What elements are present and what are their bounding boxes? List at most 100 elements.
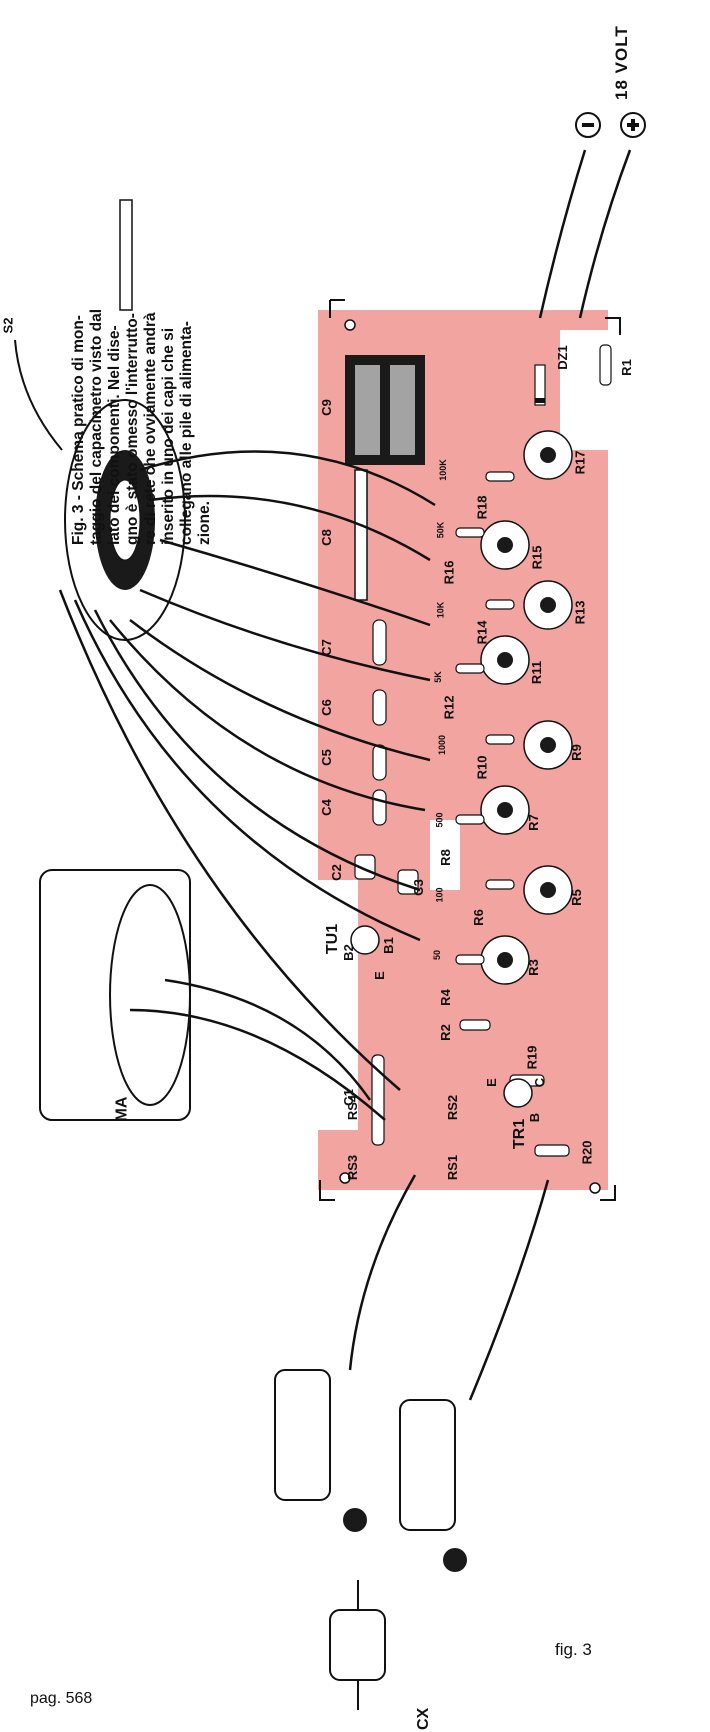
resistor-r2: [459, 1019, 491, 1031]
wire: [348, 1174, 417, 1371]
label-e-tr1: E: [483, 1078, 499, 1087]
figure-caption: Fig. 3 - Schema pratico di mon- taggio d…: [70, 65, 214, 545]
binding-post: [274, 1369, 331, 1501]
label-s2: S2: [0, 317, 16, 334]
page-number: pag. 568: [30, 1690, 93, 1707]
label-r8: R8: [437, 849, 453, 866]
mount-hole: [339, 1172, 351, 1184]
label-r15: R15: [529, 545, 545, 570]
label-r10: R10: [474, 755, 490, 780]
switch-shaft: [119, 199, 133, 311]
pcb-cutout: [318, 880, 358, 1130]
label-r3: R3: [525, 959, 541, 976]
caption-line: gno è stato omesso l'interrutto-: [124, 313, 141, 545]
wire: [109, 619, 426, 812]
wire: [129, 1008, 386, 1121]
wire: [164, 978, 372, 1101]
range-value: 100K: [437, 459, 448, 481]
label-ma: MA: [113, 1096, 131, 1122]
capacitor-c1: [371, 1054, 385, 1146]
capacitor-c7: [372, 619, 387, 666]
range-value: 50: [432, 949, 443, 961]
label-c8: C8: [318, 529, 334, 546]
resistor-r16: [455, 527, 485, 538]
caption-line: taggio del capacimetro visto dal: [88, 308, 105, 545]
label-r20: R20: [579, 1140, 595, 1165]
resistor-r8: [455, 814, 485, 825]
range-value: 500: [434, 812, 445, 828]
wire: [73, 599, 421, 942]
caption-line: Fig. 3 - Schema pratico di mon-: [70, 315, 87, 545]
label-c7: C7: [318, 639, 334, 656]
wire: [93, 609, 421, 892]
caption-line: lato dei componenti. Nel dise-: [106, 325, 123, 545]
label-c3: C3: [410, 879, 426, 896]
wire: [139, 588, 431, 682]
capacitor-c6: [372, 689, 387, 726]
label-b2: B2: [340, 944, 356, 961]
label-rs3: RS3: [345, 1154, 361, 1181]
label-tr1: TR1: [511, 1118, 529, 1150]
label-r16: R16: [441, 560, 457, 585]
range-value: 1000: [437, 734, 448, 756]
caption-line: re di rete che ovviamente andrà: [142, 312, 159, 545]
label-rs4: RS4: [345, 1094, 361, 1121]
corner-mark: [605, 317, 621, 335]
caption-line: collegano alle pile di alimenta-: [178, 321, 195, 545]
label-r19: R19: [524, 1045, 540, 1070]
range-value: 10K: [435, 601, 446, 619]
resistor-r6: [485, 879, 515, 890]
label-c6: C6: [318, 699, 334, 716]
label-c-tr1: C: [532, 1077, 548, 1088]
label-r2: R2: [437, 1024, 453, 1041]
resistor-r18: [485, 471, 515, 482]
label-dz1: DZ1: [554, 345, 570, 370]
s2-arrow: [14, 339, 63, 451]
capacitor-c4: [372, 789, 387, 826]
label-r7: R7: [525, 814, 541, 831]
figure-label: fig. 3: [555, 1640, 592, 1659]
wire: [129, 619, 431, 762]
corner-mark: [319, 1180, 335, 1201]
resistor-r20: [534, 1144, 570, 1157]
resistor-r1: [599, 344, 612, 386]
wire: [159, 538, 431, 627]
label-cx: CX: [415, 1707, 432, 1730]
label-c5: C5: [318, 749, 334, 766]
label-rs1: RS1: [445, 1154, 461, 1181]
caption-line: inserito in uno dei capi che si: [160, 327, 177, 545]
pcb-cutout: [430, 820, 460, 890]
resistor-r10: [485, 734, 515, 745]
label-r6: R6: [470, 909, 486, 926]
transistor-tu1: [350, 925, 380, 955]
capacitor-c5: [372, 744, 387, 781]
label-r12: R12: [441, 695, 457, 720]
label-r18: R18: [474, 495, 490, 520]
label-r11: R11: [529, 660, 545, 685]
label-r17: R17: [572, 450, 588, 475]
label-r4: R4: [437, 989, 453, 1006]
wire: [149, 494, 431, 562]
mount-hole: [589, 1182, 601, 1194]
wire: [139, 450, 436, 507]
capacitor-cx: [329, 1609, 386, 1681]
label-c4: C4: [318, 799, 334, 816]
diode-dz1: [534, 364, 546, 406]
corner-mark: [600, 1185, 616, 1201]
resistor-r4: [455, 954, 485, 965]
c8-capacitor: [354, 469, 368, 601]
binding-post: [399, 1399, 456, 1531]
wire: [538, 149, 587, 319]
range-value: 5K: [432, 671, 443, 683]
mount-hole: [344, 319, 356, 331]
label-e-tu1: E: [371, 971, 387, 980]
wire: [468, 1179, 550, 1401]
label-r1: R1: [618, 359, 634, 376]
label-c2: C2: [328, 864, 344, 881]
label-tu1: TU1: [324, 923, 342, 955]
corner-mark: [329, 299, 345, 318]
label-r5: R5: [568, 889, 584, 906]
label-r9: R9: [568, 744, 584, 761]
resistor-r12: [455, 663, 485, 674]
caption-line: zione.: [196, 501, 213, 545]
